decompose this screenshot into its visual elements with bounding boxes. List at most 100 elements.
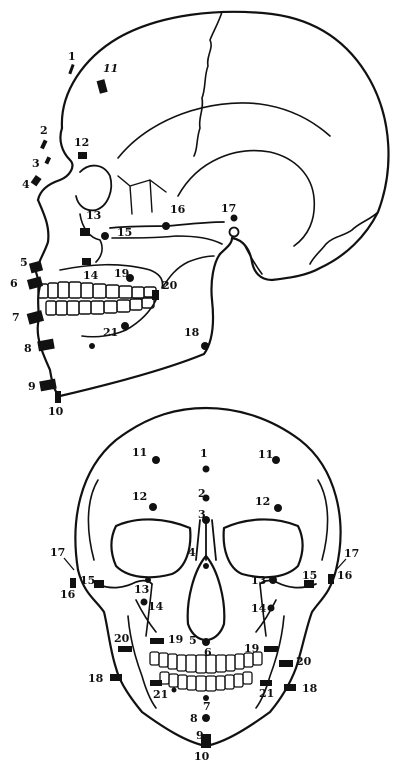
marker xyxy=(82,258,91,265)
label-3: 3 xyxy=(198,508,206,521)
label-20: 20 xyxy=(162,279,178,292)
marker xyxy=(203,563,209,569)
frontal-skull-outline xyxy=(75,408,340,570)
label-14-left: 14 xyxy=(148,600,164,613)
marker xyxy=(40,140,47,150)
frontal-left-temporal-line xyxy=(88,480,98,560)
label-6: 6 xyxy=(204,646,212,659)
label-12-left: 12 xyxy=(132,490,147,503)
marker xyxy=(152,456,160,464)
marker xyxy=(150,680,162,686)
marker xyxy=(141,599,148,606)
marker xyxy=(264,646,278,652)
lateral-mastoid xyxy=(244,244,262,274)
marker xyxy=(231,215,238,222)
lateral-ramus xyxy=(220,238,232,254)
label-4: 4 xyxy=(22,178,30,191)
label-19-right: 19 xyxy=(244,642,259,655)
label-20-left: 20 xyxy=(114,632,130,645)
label-4: 4 xyxy=(188,546,196,559)
label-7: 7 xyxy=(203,700,211,713)
marker xyxy=(94,580,104,588)
marker xyxy=(70,578,76,588)
label-1: 1 xyxy=(200,447,208,460)
label-8: 8 xyxy=(24,342,32,355)
label-18-left: 18 xyxy=(88,672,104,685)
label-17-right: 17 xyxy=(344,547,359,560)
label-16-left: 16 xyxy=(60,588,76,601)
label-17: 17 xyxy=(221,202,236,215)
marker xyxy=(279,660,293,667)
label-13: 13 xyxy=(86,209,101,222)
marker xyxy=(121,322,129,330)
marker xyxy=(202,638,210,646)
marker xyxy=(202,714,210,722)
label-6: 6 xyxy=(10,277,18,290)
label-13-left: 13 xyxy=(134,583,149,596)
marker xyxy=(31,175,42,186)
marker xyxy=(110,674,122,681)
label-8: 8 xyxy=(190,712,198,725)
label-13-right: 13 xyxy=(251,574,266,587)
label-19: 19 xyxy=(114,267,129,280)
marker xyxy=(29,261,43,274)
lateral-lambdoid-suture xyxy=(310,212,378,264)
label-2: 2 xyxy=(198,487,206,500)
marker xyxy=(101,232,109,240)
label-17-left: 17 xyxy=(50,546,65,559)
lateral-temporal-line xyxy=(118,103,330,158)
label-18: 18 xyxy=(184,326,200,339)
marker xyxy=(269,576,277,584)
label-12-right: 12 xyxy=(255,495,270,508)
lateral-ear-canal xyxy=(230,228,239,237)
marker xyxy=(97,79,108,94)
label-9: 9 xyxy=(196,729,204,742)
label-15: 15 xyxy=(117,226,132,239)
frontal-left-side xyxy=(78,570,206,746)
marker xyxy=(27,310,44,325)
label-16-right: 16 xyxy=(337,569,353,582)
label-20-right: 20 xyxy=(296,655,312,668)
label-15-left: 15 xyxy=(80,574,95,587)
marker xyxy=(149,503,157,511)
lateral-orbit xyxy=(76,166,111,211)
marker xyxy=(260,680,272,686)
label-11-right: 11 xyxy=(258,448,273,461)
label-21-left: 21 xyxy=(153,688,168,701)
label-3: 3 xyxy=(32,157,40,170)
marker xyxy=(118,646,132,652)
label-19-left: 19 xyxy=(168,633,183,646)
label-7: 7 xyxy=(12,311,20,324)
marker xyxy=(89,343,95,349)
label-10: 10 xyxy=(48,405,64,418)
lateral-upper-teeth xyxy=(38,282,156,298)
label-12: 12 xyxy=(74,136,89,149)
lateral-jaw-inner xyxy=(82,300,156,337)
marker xyxy=(44,156,51,164)
label-14-right: 14 xyxy=(251,602,267,615)
label-5: 5 xyxy=(20,256,28,269)
label-11-left: 11 xyxy=(132,446,147,459)
lateral-face-profile xyxy=(36,200,48,286)
lateral-skull-view xyxy=(36,12,388,396)
lateral-lower-teeth xyxy=(46,298,154,315)
lateral-skull-outline xyxy=(62,12,389,280)
label-9: 9 xyxy=(28,380,36,393)
marker xyxy=(268,605,275,612)
marker xyxy=(162,222,170,230)
label-21: 21 xyxy=(103,326,118,339)
label-14: 14 xyxy=(83,269,99,282)
frontal-right-orbit xyxy=(224,519,303,577)
lateral-sphenoid-lines xyxy=(118,176,166,214)
marker xyxy=(203,466,210,473)
marker xyxy=(328,574,334,584)
marker xyxy=(68,64,74,74)
label-11: 11 xyxy=(103,62,118,75)
arrow-17-left xyxy=(64,558,74,570)
label-1: 1 xyxy=(68,50,76,63)
frontal-right-temporal-line xyxy=(318,480,328,560)
marker xyxy=(284,684,296,691)
marker xyxy=(55,391,61,403)
frontal-left-orbit xyxy=(112,519,191,577)
